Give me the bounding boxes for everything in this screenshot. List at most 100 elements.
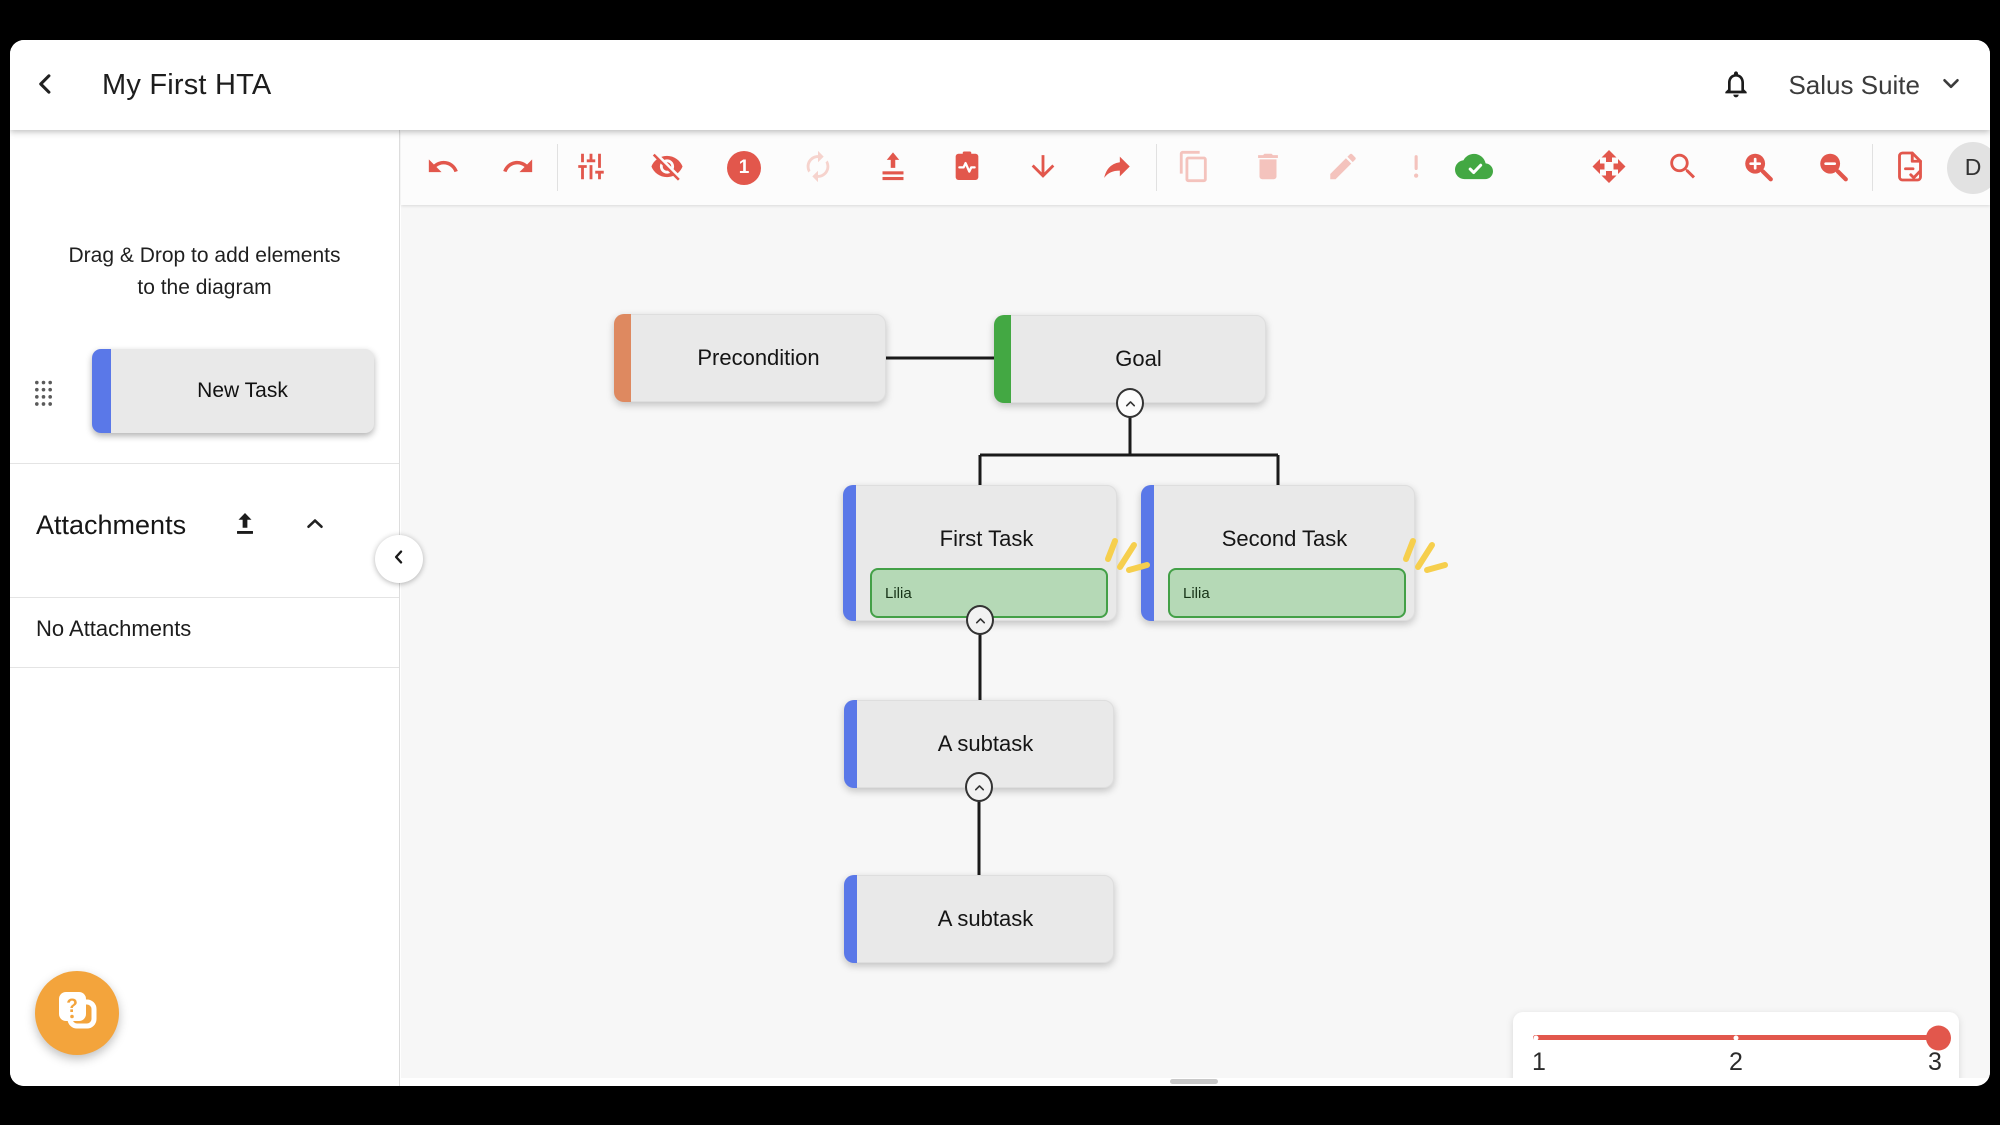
export-validated-button[interactable] (1892, 148, 1928, 187)
trash-icon (1251, 149, 1285, 186)
back-button[interactable] (32, 70, 60, 101)
chevron-left-icon (389, 547, 409, 572)
zoom-slider-track[interactable] (1533, 1025, 1951, 1050)
workspace-menu[interactable]: Salus Suite (1788, 70, 1964, 101)
side-panel: Drag & Drop to add elements to the diagr… (10, 130, 400, 1086)
search-icon (1666, 149, 1700, 186)
priority-button[interactable] (1399, 149, 1433, 186)
move-icon (1591, 148, 1627, 187)
node-collapse-toggle[interactable] (965, 772, 993, 802)
upload-attachment-button[interactable] (230, 509, 260, 542)
sidebar-divider (10, 667, 399, 668)
redo-button[interactable] (501, 149, 535, 186)
workspace-name: Salus Suite (1788, 69, 1920, 100)
node-subtask-1[interactable]: A subtask (844, 700, 1114, 802)
undo-button[interactable] (426, 149, 460, 186)
notifications-button[interactable] (1720, 68, 1752, 103)
new-task-label: New Task (197, 379, 288, 402)
eye-off-icon (650, 149, 684, 186)
horizontal-scrollbar[interactable] (1170, 1079, 1218, 1084)
edit-button[interactable] (1326, 149, 1360, 186)
report-button[interactable] (950, 149, 984, 186)
hide-button[interactable] (650, 149, 684, 186)
toolbar-divider (1872, 144, 1873, 191)
back-chevron-icon (32, 70, 60, 101)
undo-icon (426, 149, 460, 186)
node-subtask-2[interactable]: A subtask (844, 875, 1114, 963)
zoom-in-icon (1741, 149, 1775, 186)
delete-button[interactable] (1251, 149, 1285, 186)
node-label: A subtask (937, 906, 1034, 931)
sidebar-divider (10, 597, 399, 598)
new-task-accent-bar (92, 349, 111, 433)
rotate-icon (801, 149, 835, 186)
node-label: Precondition (697, 345, 820, 370)
palette-hint: Drag & Drop to add elements to the diagr… (10, 240, 399, 304)
bell-icon (1720, 68, 1752, 103)
share-forward-icon (1100, 149, 1134, 186)
copy-button[interactable] (1177, 149, 1211, 186)
pencil-icon (1326, 149, 1360, 186)
user-avatar[interactable]: D (1947, 141, 1990, 194)
toolbar-divider (557, 144, 558, 191)
download-icon (1026, 149, 1060, 186)
node-collapse-toggle[interactable] (966, 605, 994, 635)
toolbar-divider (1156, 144, 1157, 191)
rotate-button[interactable] (801, 149, 835, 186)
node-first-task[interactable]: First Task Lilia (843, 485, 1117, 635)
slider-label-1: 1 (1532, 1048, 1546, 1076)
cloud-synced-icon (1455, 147, 1493, 188)
zoom-out-button[interactable] (1816, 149, 1850, 186)
pan-button[interactable] (1591, 148, 1627, 187)
exclamation-icon (1399, 149, 1433, 186)
upload-icon (230, 509, 260, 542)
redo-icon (501, 149, 535, 186)
node-label: Second Task (1221, 526, 1348, 551)
node-accent-bar (614, 314, 631, 402)
align-center-button[interactable] (876, 149, 910, 186)
palette-hint-line1: Drag & Drop to add elements (68, 244, 341, 267)
sync-status-button[interactable] (1455, 147, 1493, 188)
download-button[interactable] (1026, 149, 1060, 186)
diagram-toolbar: 1 D (401, 130, 1990, 205)
share-button[interactable] (1100, 149, 1134, 186)
slider-label-3: 3 (1928, 1048, 1942, 1076)
count-badge: 1 (727, 150, 761, 185)
assignee-tag[interactable]: Lilia (1168, 568, 1406, 618)
clipboard-pulse-icon (950, 149, 984, 186)
canvas-scrollbar-gutter (401, 1078, 1990, 1086)
slider-label-2: 2 (1729, 1048, 1743, 1076)
sidebar-collapse-button[interactable] (375, 535, 423, 583)
copy-icon (1177, 149, 1211, 186)
diagram-edges (886, 356, 1280, 876)
svg-text:?: ? (66, 996, 78, 1017)
attachments-title: Attachments (36, 509, 187, 540)
palette-new-task[interactable]: New Task (92, 349, 374, 433)
drag-handle-icon[interactable] (33, 379, 54, 413)
tune-icon (574, 149, 608, 186)
app-window: My First HTA Salus Suite Drag & Drop to … (10, 40, 1990, 1086)
zoom-in-button[interactable] (1741, 149, 1775, 186)
help-icon: ? (54, 988, 100, 1039)
node-second-task[interactable]: Second Task Lilia (1141, 485, 1415, 621)
node-accent-bar (994, 315, 1011, 403)
node-goal[interactable]: Goal (994, 315, 1266, 418)
diagram-canvas[interactable]: Precondition Goal First Task Lilia Secon… (401, 205, 1990, 1078)
zoom-out-icon (1816, 149, 1850, 186)
node-label: A subtask (937, 731, 1034, 756)
node-precondition[interactable]: Precondition (614, 314, 886, 402)
page-title: My First HTA (102, 68, 272, 101)
align-center-icon (876, 149, 910, 186)
chevron-down-icon (1938, 70, 1964, 101)
node-label: Goal (1115, 346, 1162, 371)
palette-hint-line2: to the diagram (137, 276, 272, 299)
help-button[interactable]: ? (35, 971, 119, 1055)
settings-sliders-button[interactable] (574, 149, 608, 186)
node-accent-bar (844, 700, 857, 788)
zoom-slider-thumb[interactable] (1926, 1025, 1951, 1050)
search-button[interactable] (1666, 149, 1700, 186)
notification-count-button[interactable]: 1 (727, 150, 761, 185)
node-accent-bar (844, 875, 857, 963)
node-collapse-toggle[interactable] (1116, 388, 1144, 418)
attachments-collapse-button[interactable] (302, 511, 328, 540)
